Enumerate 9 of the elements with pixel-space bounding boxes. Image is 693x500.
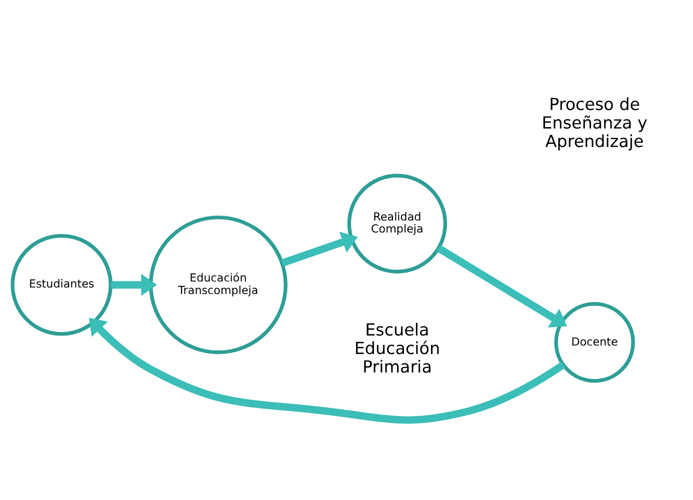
arrow xyxy=(111,274,157,296)
arrow xyxy=(436,244,568,328)
arrow xyxy=(88,318,566,424)
arrow xyxy=(281,232,358,267)
node-text: Escuela Educación Primaria xyxy=(354,319,440,376)
node-circle: Educación Transcompleja xyxy=(148,216,288,354)
node-circle: Realidad Compleja xyxy=(347,174,448,274)
node-text: Proceso de Enseñanza y Aprendizaje xyxy=(542,94,648,151)
node-circle: Docente xyxy=(554,302,635,383)
